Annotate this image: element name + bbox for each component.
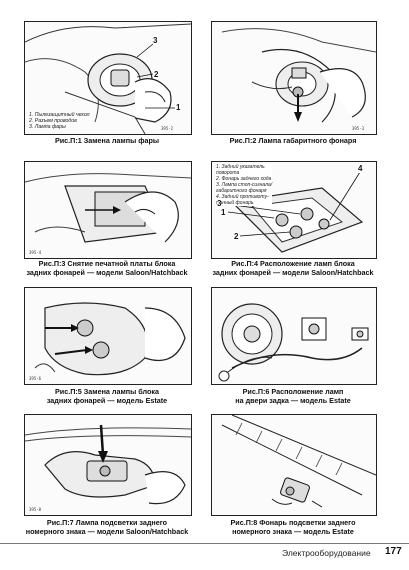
figure-3-caption: Рис.П:3 Снятие печатной платы блока задн… bbox=[24, 259, 190, 277]
legend-item: 2. Разъем проводов bbox=[29, 118, 77, 125]
figure-code: 395·8 bbox=[29, 507, 42, 512]
footer-section-title: Электрооборудование bbox=[282, 548, 371, 558]
side-lamp-drawing bbox=[221, 28, 376, 123]
legend-item: 3. Лампа стоп-сигнала/ bbox=[216, 182, 273, 188]
page-number: 177 bbox=[385, 546, 402, 557]
legend-item: манный фонарь bbox=[216, 200, 254, 206]
callout-3: 3 bbox=[153, 36, 158, 45]
figure-8-caption: Рис.П:8 Фонарь подсветки заднего номерно… bbox=[211, 518, 375, 536]
figure-5-illustration: 395·6 bbox=[24, 287, 192, 385]
legend-item: 2. Фонарь заднего хода bbox=[216, 176, 272, 182]
figure-4-caption: Рис.П:4 Расположение ламп блока задних ф… bbox=[211, 259, 375, 277]
figure-1-illustration: 3 2 1 1. Пылезащитный чехол 2. Разъем пр… bbox=[24, 21, 192, 135]
caption-line: Рис.П:7 Лампа подсветки заднего bbox=[46, 518, 168, 527]
caption-line: задних фонарей — модель Estate bbox=[46, 395, 168, 405]
headlamp-bulb-drawing bbox=[25, 23, 191, 134]
estate-tailgate-lamps-drawing bbox=[218, 303, 369, 382]
callout-3: 3 bbox=[217, 199, 222, 208]
figure-code: 395·3 bbox=[352, 126, 365, 131]
plate-lamp-saloon-drawing bbox=[25, 424, 191, 505]
callout-2: 2 bbox=[154, 70, 159, 79]
caption-line: задних фонарей — модели Saloon/Hatchback bbox=[26, 267, 188, 277]
legend-item: поворота bbox=[216, 170, 240, 176]
figure-1-caption: Рис.П:1 Замена лампы фары bbox=[24, 136, 190, 146]
caption-line: номерного знака — модель Estate bbox=[232, 526, 354, 536]
legend-item: 1. Пылезащитный чехол bbox=[29, 112, 90, 118]
legend-item: 4. Задний противоту- bbox=[216, 194, 269, 200]
figure-7-caption: Рис.П:7 Лампа подсветки заднего номерног… bbox=[24, 518, 190, 536]
figure-6-illustration bbox=[211, 287, 377, 385]
figure-2-illustration: 395·3 bbox=[211, 21, 377, 135]
plate-lamp-estate-drawing bbox=[221, 415, 376, 508]
callout-1: 1 bbox=[221, 208, 226, 217]
caption-line: Рис.П:2 Лампа габаритного фонаря bbox=[229, 136, 357, 145]
figure-7-illustration: 395·8 bbox=[24, 414, 192, 516]
rear-lamp-board-removal-drawing bbox=[25, 173, 191, 243]
estate-rear-lamp-bulb-drawing bbox=[34, 302, 186, 376]
caption-line: Рис.П:4 Расположение ламп блока bbox=[231, 259, 355, 268]
figure-5-caption: Рис.П:5 Замена лампы блока задних фонаре… bbox=[24, 387, 190, 405]
figure-3-illustration: 395·4 bbox=[24, 161, 192, 259]
figure-4-legend: 1. Задний указатель поворота 2. Фонарь з… bbox=[216, 164, 273, 206]
caption-line: на двери задка — модель Estate bbox=[235, 395, 351, 405]
figure-code: 395·6 bbox=[29, 376, 42, 381]
caption-line: Рис.П:1 Замена лампы фары bbox=[54, 136, 160, 145]
figure-2-caption: Рис.П:2 Лампа габаритного фонаря bbox=[211, 136, 375, 146]
legend-item: 3. Лампа фары bbox=[29, 124, 66, 131]
footer-divider bbox=[0, 543, 409, 544]
caption-line: Рис.П:5 Замена лампы блока bbox=[55, 387, 159, 396]
caption-line: Рис.П:8 Фонарь подсветки заднего bbox=[230, 518, 356, 527]
caption-line: Рис.П:6 Расположение ламп bbox=[242, 387, 344, 396]
callout-4: 4 bbox=[358, 164, 363, 173]
figure-8-illustration bbox=[211, 414, 377, 516]
caption-line: Рис.П:3 Снятие печатной платы блока bbox=[38, 259, 176, 268]
caption-line: задних фонарей — модели Saloon/Hatchback bbox=[212, 267, 374, 277]
figure-1-legend: 1. Пылезащитный чехол 2. Разъем проводов… bbox=[29, 112, 90, 131]
figure-code: 395·2 bbox=[161, 126, 174, 131]
figure-4-illustration: 1. Задний указатель поворота 2. Фонарь з… bbox=[211, 161, 377, 259]
callout-2: 2 bbox=[234, 232, 239, 241]
caption-line: номерного знака — модели Saloon/Hatchbac… bbox=[25, 526, 189, 536]
figure-code: 395·4 bbox=[29, 250, 42, 255]
legend-item: габаритного фонаря bbox=[216, 188, 267, 194]
callout-1: 1 bbox=[176, 103, 181, 112]
figure-6-caption: Рис.П:6 Расположение ламп на двери задка… bbox=[211, 387, 375, 405]
legend-item: 1. Задний указатель bbox=[216, 164, 265, 170]
